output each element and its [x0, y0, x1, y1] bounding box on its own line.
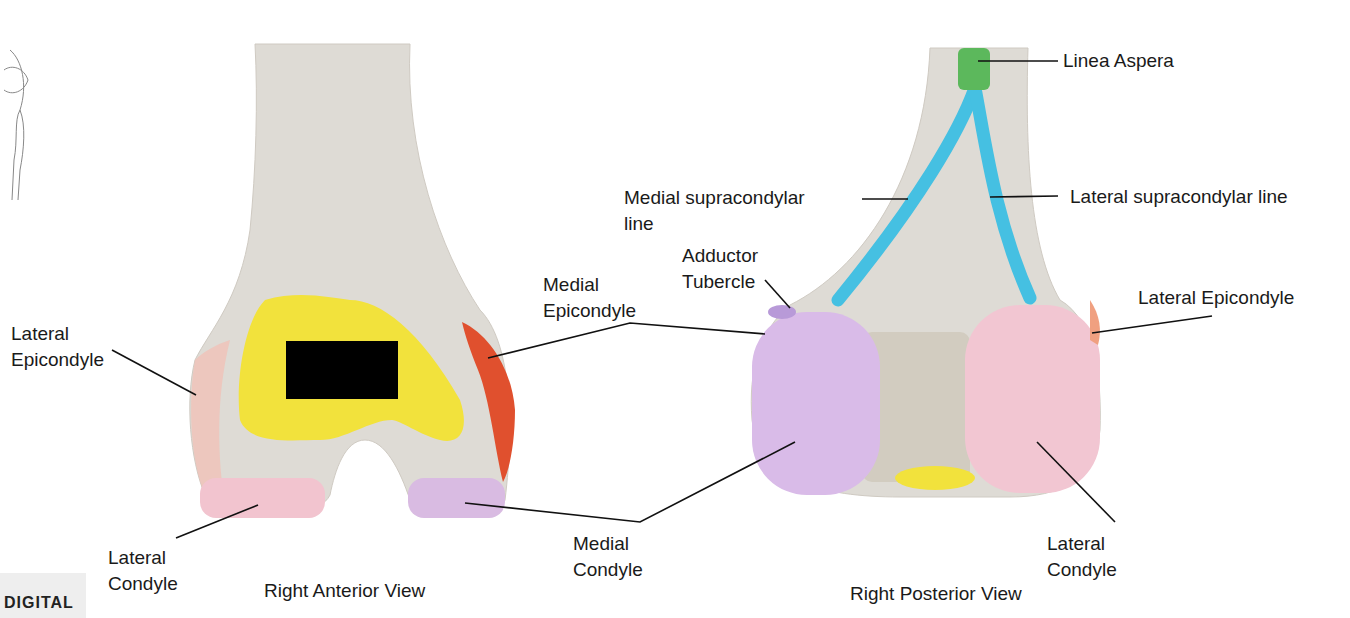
pelvis-outline — [4, 67, 28, 93]
leader-line — [978, 60, 1058, 62]
femur-anterior — [190, 44, 510, 515]
part-label: Lateral Condyle — [108, 545, 193, 597]
part-label: Medial supracondylar line — [624, 185, 824, 237]
redaction-box — [286, 341, 398, 399]
watermark-text: DIGITAL — [4, 590, 74, 616]
adductor-tubercle — [768, 305, 796, 319]
part-label: Lateral Epicondyle — [1138, 285, 1294, 311]
part-label: Adductor Tubercle — [682, 243, 782, 295]
view-caption: Right Anterior View — [264, 578, 425, 604]
patellar-edge — [895, 466, 975, 490]
leader-line — [176, 505, 258, 538]
leader-line — [488, 323, 765, 358]
view-caption: Right Posterior View — [850, 581, 1022, 607]
medial-supracondylar-line — [838, 88, 975, 300]
part-label: Medial Condyle — [573, 531, 663, 583]
linea-aspera — [958, 48, 990, 90]
medial-condyle-posterior — [752, 312, 880, 495]
part-label: Lateral Condyle — [1047, 531, 1137, 583]
part-label: Lateral Epicondyle — [11, 321, 116, 373]
lateral-condyle-area — [200, 478, 325, 518]
leader-line — [990, 196, 1058, 197]
femur-posterior — [751, 48, 1100, 497]
lateral-condyle-posterior — [965, 305, 1100, 493]
medial-condyle-area — [408, 478, 505, 518]
leader-line — [862, 198, 908, 200]
leader-line — [1037, 442, 1115, 522]
skeleton-icon — [4, 50, 28, 200]
medial-epicondyle-area — [462, 322, 515, 482]
lateral-epicondyle-posterior — [1090, 300, 1100, 345]
leader-line — [465, 442, 795, 522]
part-label: Medial Epicondyle — [543, 272, 653, 324]
part-label: Lateral supracondylar line — [1070, 184, 1288, 210]
lateral-supracondylar-line — [975, 88, 1030, 298]
leader-line — [112, 350, 196, 395]
leader-lines — [112, 61, 1212, 538]
leg-outline — [10, 50, 24, 200]
part-label: Linea Aspera — [1063, 48, 1174, 74]
patellar-surface — [239, 295, 464, 441]
brand-panel — [0, 573, 86, 618]
leader-line — [1092, 316, 1212, 333]
leader-line — [765, 280, 790, 308]
